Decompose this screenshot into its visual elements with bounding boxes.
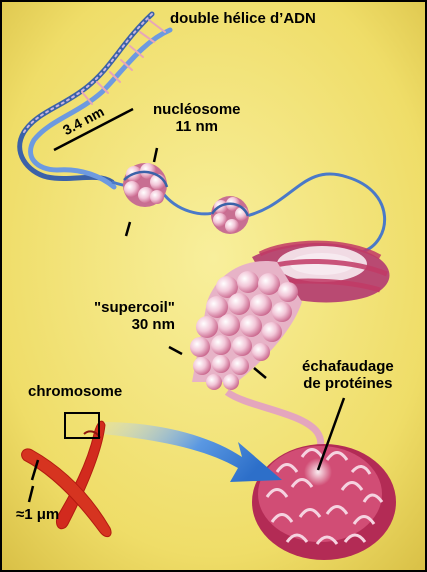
label-supercoil-name: "supercoil" <box>94 299 175 316</box>
label-nucleosome-name: nucléosome <box>153 101 241 118</box>
nucleosome-1 <box>123 163 167 207</box>
label-nucleosome: nucléosome 11 nm <box>153 101 241 136</box>
label-protein-scaffold: échafaudage de protéines <box>302 358 394 393</box>
label-chromosome-size: ≈1 μm <box>16 506 59 523</box>
label-scaffold-line2: de protéines <box>302 375 394 392</box>
label-chromosome: chromosome <box>28 383 122 400</box>
label-dna-double-helix: double hélice d’ADN <box>170 10 316 27</box>
protein-scaffold-loops <box>252 444 396 560</box>
label-supercoil-size: 30 nm <box>94 316 175 333</box>
nucleosome-2 <box>211 196 249 234</box>
label-supercoil: "supercoil" 30 nm <box>94 299 175 334</box>
label-nucleosome-size: 11 nm <box>153 118 241 135</box>
label-scaffold-line1: échafaudage <box>302 358 394 375</box>
